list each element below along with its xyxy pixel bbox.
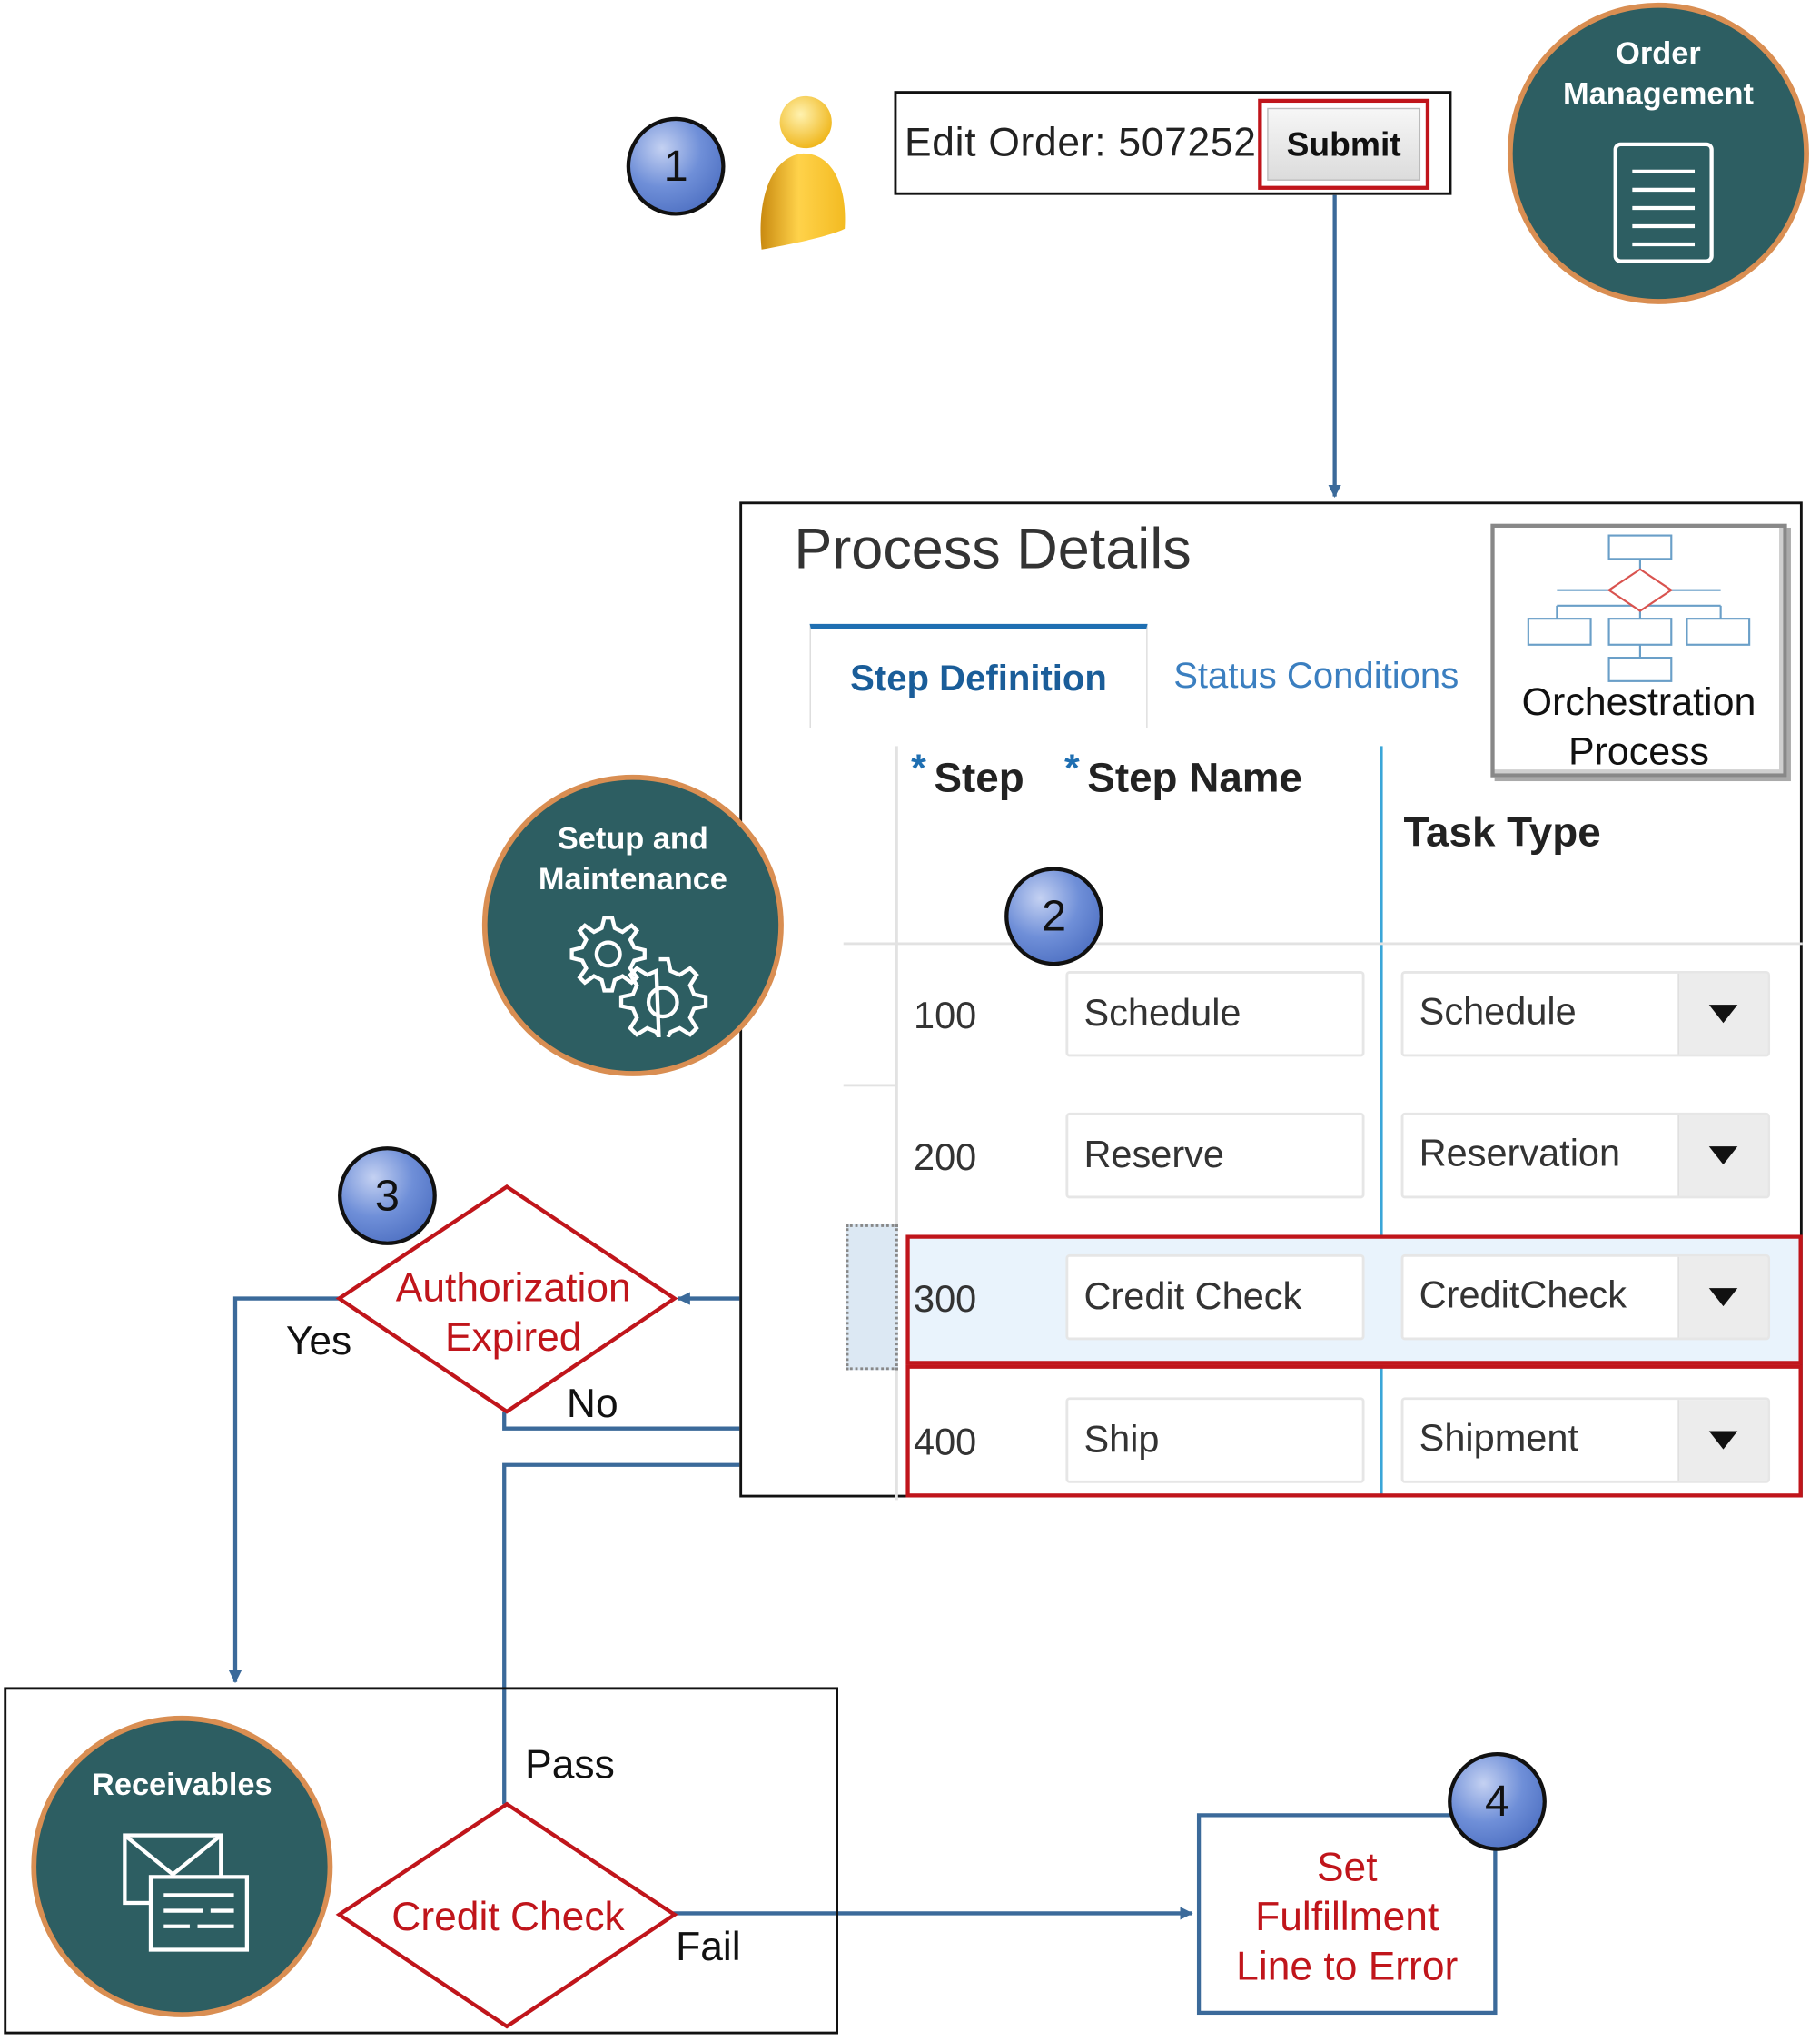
- row-400-step-name-field[interactable]: Ship: [1065, 1397, 1365, 1483]
- edit-order-label: Edit Order: 507252: [904, 119, 1257, 165]
- row-300-task-type-value: CreditCheck: [1419, 1274, 1627, 1317]
- order-management-label: Order Management: [1562, 36, 1754, 113]
- orchestration-process-box: Orchestration Process: [1490, 523, 1787, 778]
- set-fulfillment-error-label: Set Fulfillment Line to Error: [1201, 1843, 1493, 1991]
- process-details-panel: Process Details Step Definition Status C…: [739, 501, 1803, 1501]
- gears-icon: [569, 916, 708, 1037]
- credit-check-decision: [335, 1801, 678, 2029]
- row-300-step: 300: [913, 1279, 977, 1321]
- authorization-expired-decision: [335, 1184, 678, 1414]
- receivables-label: Receivables: [92, 1768, 272, 1803]
- row-300-step-name-field[interactable]: Credit Check: [1065, 1253, 1365, 1341]
- authorization-label-line1: Authorization: [395, 1264, 631, 1311]
- credit-check-label: Credit Check: [391, 1893, 625, 1940]
- column-header-step-name: *Step Name: [1064, 748, 1302, 802]
- auth-yes-connector: [228, 1296, 341, 1684]
- error-label-line2: Fulfillment: [1255, 1893, 1439, 1940]
- header-row-line: [843, 942, 1803, 946]
- dropdown-arrow-icon[interactable]: [1677, 973, 1768, 1055]
- row-200-step: 200: [913, 1137, 977, 1179]
- row-200-task-type-value: Reservation: [1419, 1133, 1621, 1175]
- yes-label: Yes: [285, 1318, 352, 1364]
- no-label: No: [566, 1380, 618, 1426]
- row-400-highlight: [905, 1364, 1803, 1498]
- step-badge-3-number: 3: [374, 1170, 400, 1220]
- table-left-divider: [895, 746, 898, 1501]
- row-line-1: [843, 1084, 895, 1087]
- tab-step-definition[interactable]: Step Definition: [809, 623, 1148, 728]
- required-marker: *: [1063, 747, 1080, 791]
- step-badge-1: 1: [626, 116, 726, 216]
- row-100-task-type-select[interactable]: Schedule: [1400, 970, 1771, 1057]
- set-fulfillment-error-box: Set Fulfillment Line to Error: [1196, 1813, 1498, 2016]
- setup-maintenance-app-icon: Setup and Maintenance: [481, 774, 784, 1076]
- document-icon: [1613, 142, 1714, 263]
- tab-status-conditions[interactable]: Status Conditions: [1173, 655, 1459, 696]
- row-200-task-type-select[interactable]: Reservation: [1400, 1112, 1771, 1199]
- authorization-expired-label: Authorization Expired: [351, 1263, 676, 1362]
- dropdown-arrow-icon[interactable]: [1677, 1115, 1768, 1196]
- dropdown-arrow-icon[interactable]: [1677, 1400, 1768, 1481]
- edit-order-bar: Edit Order: 507252 Submit: [894, 91, 1452, 195]
- invoice-envelope-icon: [123, 1833, 250, 1952]
- error-label-line3: Line to Error: [1236, 1943, 1459, 1989]
- row-300-task-type-select[interactable]: CreditCheck: [1400, 1253, 1771, 1341]
- row-selector-handle[interactable]: [846, 1224, 898, 1371]
- orchestration-process-label: Orchestration Process: [1495, 679, 1784, 778]
- row-100-task-type-value: Schedule: [1419, 991, 1577, 1034]
- column-header-step: *Step: [911, 748, 1024, 802]
- step-badge-3: 3: [338, 1146, 437, 1245]
- order-management-app-icon: Order Management: [1507, 2, 1809, 304]
- receivables-group: [4, 1687, 838, 2035]
- column-header-step-text: Step: [934, 753, 1024, 801]
- row-400-step: 400: [913, 1422, 977, 1464]
- process-details-title: Process Details: [794, 517, 1192, 581]
- row-400-task-type-value: Shipment: [1419, 1418, 1578, 1461]
- column-header-task-type: Task Type: [1403, 808, 1601, 856]
- submit-button-highlight: Submit: [1258, 98, 1430, 190]
- row-100-step-name-field[interactable]: Schedule: [1065, 970, 1365, 1057]
- row-300-highlight: [905, 1234, 1803, 1365]
- column-header-step-name-text: Step Name: [1087, 753, 1302, 801]
- dropdown-arrow-icon[interactable]: [1677, 1256, 1768, 1338]
- row-400-task-type-select[interactable]: Shipment: [1400, 1397, 1771, 1483]
- process-tabs: Step Definition Status Conditions: [809, 623, 1486, 728]
- orchestration-label-line2: Process: [1568, 730, 1710, 774]
- orchestration-label-line1: Orchestration: [1521, 680, 1756, 725]
- authorization-label-line2: Expired: [445, 1313, 582, 1360]
- step-badge-4-number: 4: [1484, 1776, 1510, 1826]
- step-badge-4: 4: [1448, 1751, 1547, 1851]
- step-badge-1-number: 1: [663, 141, 688, 191]
- setup-maintenance-label: Setup and Maintenance: [538, 821, 727, 897]
- row-100-step: 100: [913, 996, 977, 1037]
- user-icon: [760, 95, 846, 250]
- pass-label: Pass: [525, 1741, 615, 1788]
- fail-label: Fail: [676, 1923, 741, 1969]
- required-marker: *: [911, 747, 926, 791]
- step-badge-2: 2: [1004, 867, 1103, 966]
- receivables-app-icon: Receivables: [31, 1715, 333, 2017]
- flowchart-icon: [1527, 534, 1751, 682]
- task-type-column-divider: [1380, 746, 1383, 1495]
- row-200-step-name-field[interactable]: Reserve: [1065, 1112, 1365, 1199]
- step-badge-2-number: 2: [1041, 890, 1067, 941]
- error-label-line1: Set: [1316, 1844, 1378, 1890]
- submit-button[interactable]: Submit: [1267, 107, 1421, 181]
